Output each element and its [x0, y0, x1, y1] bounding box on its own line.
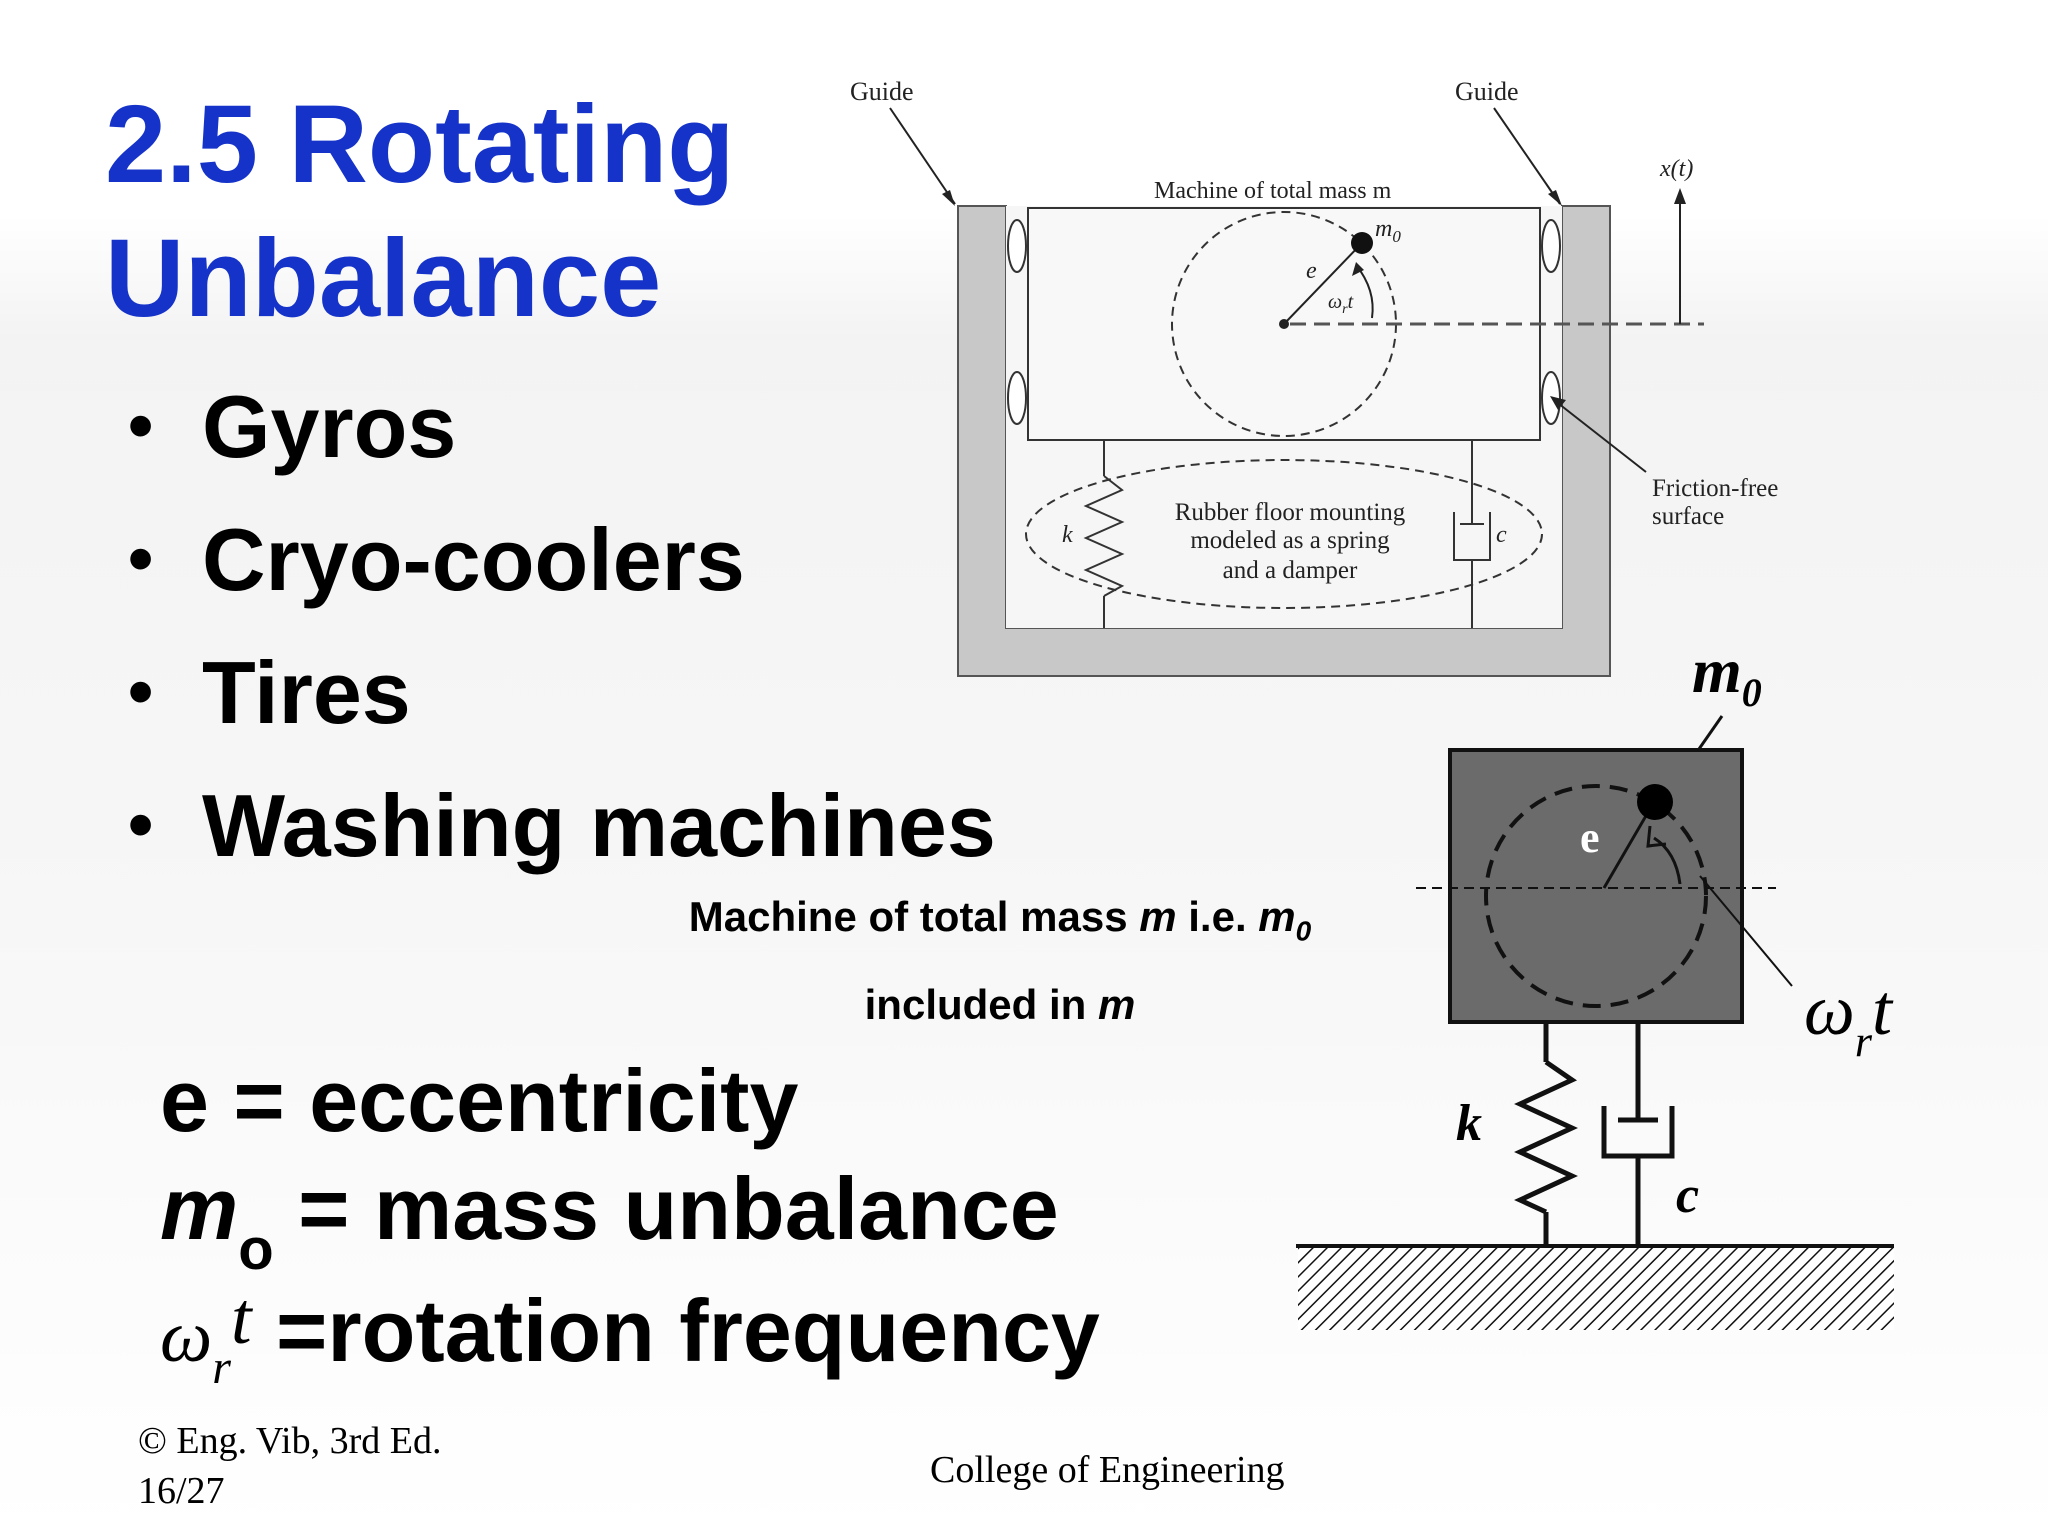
friction-label-line2: surface	[1652, 503, 1724, 530]
roller	[1007, 371, 1027, 425]
m0-label-large: m0	[1692, 635, 1762, 715]
bullet-item: • Gyros	[120, 360, 996, 493]
bullet-item: • Tires	[120, 626, 996, 759]
bullet-text: Gyros	[202, 377, 457, 476]
bullet-dot: •	[128, 785, 154, 865]
guide-left-pointer	[889, 107, 956, 205]
footer-citation: © Eng. Vib, 3rd Ed. 16/27	[138, 1416, 441, 1516]
bullet-list: • Gyros • Cryo-coolers • Tires • Washing mac…	[120, 360, 996, 892]
c-label-simplified: c	[1676, 1167, 1699, 1224]
rotation-circle-simplified	[1484, 784, 1708, 1008]
machine-block-simplified	[1448, 748, 1744, 1024]
omega-pointer	[1699, 875, 1793, 987]
rotation-angle-arc-simplified	[1653, 836, 1682, 885]
spring	[1083, 475, 1125, 597]
k-label-top: k	[1062, 522, 1073, 548]
unbalance-mass-simplified	[1637, 784, 1673, 820]
title-line-1: 2.5 Rotating	[105, 83, 735, 206]
machine-label: Machine of total mass m	[1154, 178, 1392, 204]
c-label-top: c	[1496, 522, 1507, 548]
figure-caption: Machine of total mass m i.e. m0 included…	[560, 880, 1440, 1042]
rubber-mount-region	[1025, 459, 1543, 609]
ground-hatch	[1298, 1248, 1894, 1330]
definition-eccentricity: e = eccentricity	[160, 1051, 799, 1150]
unbalance-mass	[1351, 232, 1373, 254]
k-label-simplified: k	[1456, 1095, 1482, 1152]
definition-rotation-frequency: ωrt =rotation frequency	[160, 1278, 1100, 1394]
bullet-text: Washing machines	[202, 776, 996, 875]
spring-simplified	[1514, 1059, 1578, 1215]
omega-label-large: ωrt	[1804, 970, 1894, 1066]
guide-right-label: Guide	[1455, 77, 1519, 106]
roller	[1541, 371, 1561, 425]
page-number: 16/27	[138, 1470, 225, 1512]
slide-title: 2.5 Rotating Unbalance	[105, 78, 825, 346]
caption-line-1: Machine of total mass m i.e. m0	[688, 893, 1312, 947]
definition-mass-unbalance: mo = mass unbalance	[160, 1159, 1059, 1282]
title-line-2: Unbalance	[105, 217, 662, 340]
guide-left-label: Guide	[850, 77, 914, 106]
bullet-text: Tires	[202, 643, 411, 742]
bullet-text: Cryo-coolers	[202, 510, 745, 609]
bullet-item: • Cryo-coolers	[120, 493, 996, 626]
caption-line-2: included in m	[864, 981, 1136, 1029]
friction-label-line1: Friction-free	[1652, 475, 1778, 502]
xt-label: x(t)	[1659, 156, 1693, 182]
rubber-label-line1: Rubber floor mounting	[1175, 499, 1406, 526]
rubber-label-line2: modeled as a spring	[1190, 527, 1390, 554]
footer-source: © Eng. Vib, 3rd Ed.	[138, 1420, 442, 1462]
bullet-item: • Washing machines	[120, 759, 996, 892]
e-label: e	[1306, 258, 1317, 284]
omega-label: ωrt	[1328, 291, 1354, 317]
roller	[1007, 219, 1027, 273]
rubber-label-line3: and a damper	[1223, 557, 1358, 584]
eccentricity-arm	[1283, 242, 1363, 325]
roller	[1541, 219, 1561, 273]
bullet-dot: •	[128, 519, 154, 599]
friction-pointer	[1553, 399, 1647, 473]
bullet-dot: •	[128, 386, 154, 466]
bullet-dot: •	[128, 652, 154, 732]
guide-right-pointer	[1493, 107, 1561, 205]
e-label-simplified: e	[1580, 813, 1600, 862]
footer-college: College of Engineering	[930, 1449, 1285, 1491]
